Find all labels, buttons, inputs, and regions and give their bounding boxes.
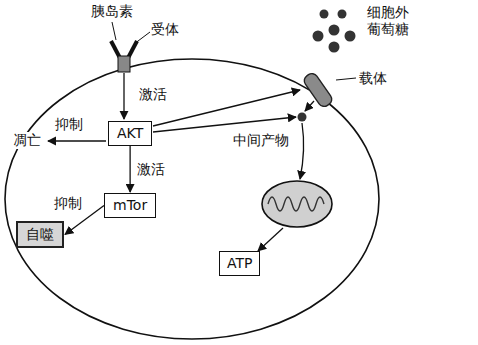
leader-line [336,78,356,80]
mitochondrion [262,181,332,227]
edge-label: 激活 [136,161,166,178]
pathway-arrows [48,73,314,251]
node-text: mTor [113,197,147,214]
inhibition-label: 抑制 [54,116,84,133]
intermediate-dot [298,113,307,122]
intermediate-label: 中间产物 [232,132,290,149]
leader-line [134,32,150,44]
edge-label: 抑制 [53,195,83,212]
glucose-label: 细胞外葡萄糖 [366,4,411,38]
product-box: ATP [219,251,260,276]
process-box: AKT [108,121,152,146]
outcome-box: 自噬 [16,221,64,248]
node-text: 自噬 [26,226,54,243]
apoptosis-label: 凋亡 [12,132,42,149]
activation-label: 激活 [138,86,168,103]
cell-membrane [5,59,379,339]
carrier-protein [302,71,334,109]
glucose-dots [313,10,356,53]
receptor-label: 受体 [150,21,180,38]
node-text: AKT [117,125,143,142]
receptor-symbol [111,41,137,72]
molecule-label: 胰岛素 [90,3,134,20]
leader-line [112,22,116,40]
node-text: ATP [227,255,252,272]
pathway-arrow [129,146,130,192]
carrier-label: 载体 [358,70,388,87]
process-box: mTor [104,193,156,218]
